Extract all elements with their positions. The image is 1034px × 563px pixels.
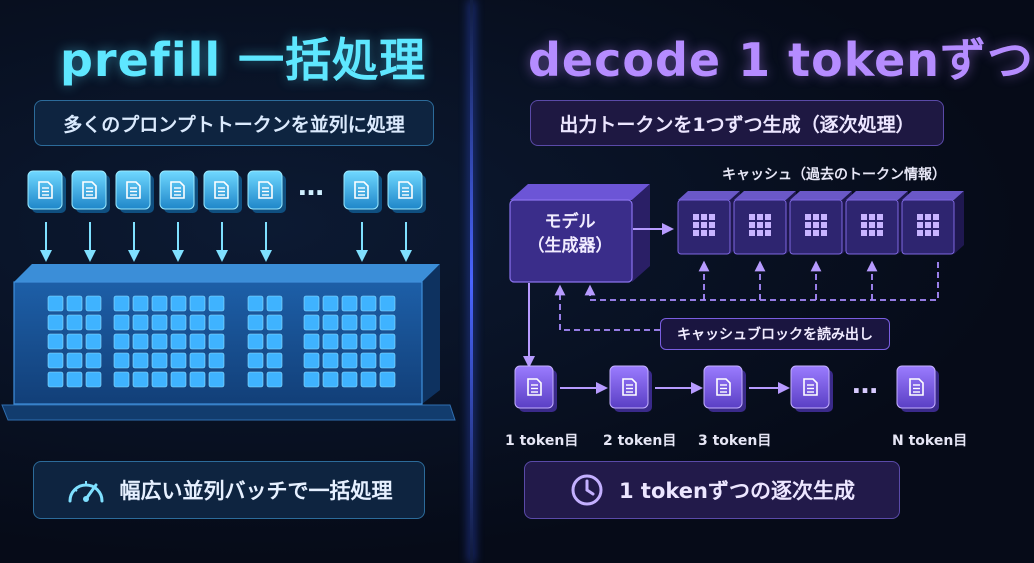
model-label: モデル （生成器）: [512, 210, 628, 258]
model-label-line1: モデル: [544, 212, 596, 232]
prefill-bottom-label: 幅広い並列バッチで一括処理: [33, 461, 425, 519]
grid-block-icon: [805, 214, 827, 236]
decode-token-n: [896, 365, 939, 412]
decode-bottom-label: 1 tokenずつの逐次生成: [524, 461, 900, 519]
grid-block-icon: [693, 214, 715, 236]
prefill-token-row: [27, 170, 426, 213]
cache-block-4: [845, 191, 908, 255]
prefill-token-3: [115, 170, 154, 213]
model-block: [509, 184, 650, 283]
decode-token-row: [514, 365, 939, 412]
grid-block-icon: [749, 214, 771, 236]
prefill-token-6: [247, 170, 286, 213]
prefill-token-1: [27, 170, 66, 213]
prefill-arrows: [40, 222, 412, 262]
processor-cell-grid: [47, 295, 396, 388]
cache-block-1: [677, 191, 740, 255]
grid-block-icon: [917, 214, 939, 236]
decode-token-label-n: N token目: [892, 433, 968, 449]
decode-token-1: [514, 365, 557, 412]
model-label-line2: （生成器）: [527, 236, 613, 256]
decode-token-4: [790, 365, 833, 412]
cache-readback-arrows: [554, 260, 939, 331]
decode-token-2: [609, 365, 652, 412]
decode-subtitle: 出力トークンを1つずつ生成（逐次処理）: [530, 100, 944, 146]
decode-ellipsis: …: [852, 370, 880, 400]
prefill-ellipsis: …: [298, 172, 326, 202]
prefill-title: prefill 一括処理: [60, 33, 427, 87]
cache-read-callout: キャッシュブロックを読み出し: [660, 318, 890, 350]
clock-icon: [569, 472, 605, 508]
prefill-token-4: [159, 170, 198, 213]
decode-bottom-text: 1 tokenずつの逐次生成: [619, 479, 855, 503]
parallel-processor-block: [1, 264, 456, 421]
decode-title: decode 1 tokenずつ: [528, 33, 1034, 87]
decode-token-label-1: 1 token目: [505, 433, 579, 449]
cache-block-3: [789, 191, 852, 255]
prefill-subtitle: 多くのプロンプトトークンを並列に処理: [34, 100, 434, 146]
cache-row: [677, 191, 964, 255]
diagram-canvas: [1, 170, 964, 421]
prefill-bottom-text: 幅広い並列バッチで一括処理: [119, 479, 393, 503]
prefill-token-7: [343, 170, 382, 213]
prefill-token-8: [387, 170, 426, 213]
decode-token-3: [703, 365, 746, 412]
prefill-token-5: [203, 170, 242, 213]
cache-block-2: [733, 191, 796, 255]
cache-block-5: [901, 191, 964, 255]
center-divider: [470, 0, 473, 563]
speedometer-icon: [66, 473, 106, 507]
cache-label: キャッシュ（過去のトークン情報）: [722, 167, 946, 183]
prefill-token-2: [71, 170, 110, 213]
decode-token-label-2: 2 token目: [603, 433, 677, 449]
decode-token-label-3: 3 token目: [698, 433, 772, 449]
grid-block-icon: [861, 214, 883, 236]
